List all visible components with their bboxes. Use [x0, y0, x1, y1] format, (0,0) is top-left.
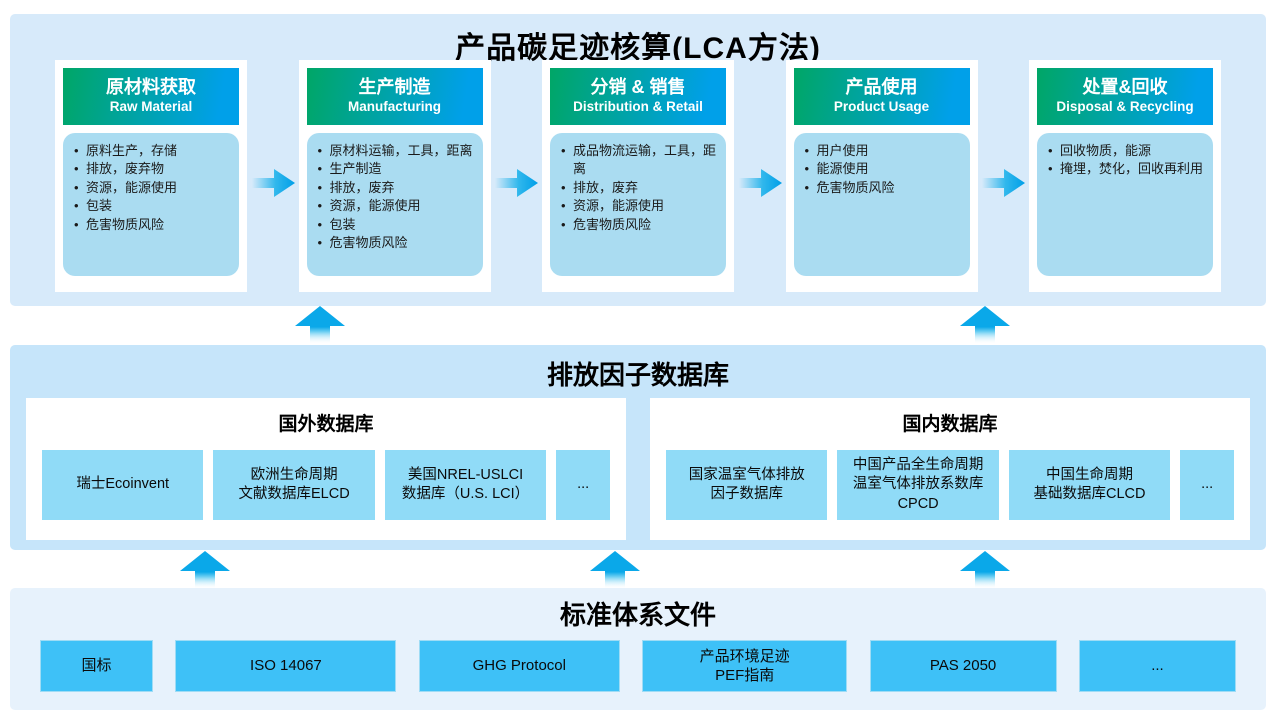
database-item-ellipsis: ...	[1180, 450, 1235, 520]
database-item-row: 瑞士Ecoinvent 欧洲生命周期 文献数据库ELCD 美国NREL-USLC…	[42, 450, 611, 520]
bullet-list: 用户使用 能源使用 危害物质风险	[804, 142, 964, 198]
database-item: 国家温室气体排放 因子数据库	[666, 450, 828, 520]
stage-row: 原材料获取 Raw Material 原料生产，存储 排放，废弃物 资源，能源使…	[10, 60, 1266, 292]
standard-item: GHG Protocol	[418, 640, 620, 692]
database-item-row: 国家温室气体排放 因子数据库 中国产品全生命周期 温室气体排放系数库 CPCD …	[666, 450, 1235, 520]
database-group-title: 国内数据库	[902, 414, 998, 435]
up-arrow-icon	[590, 551, 640, 589]
right-arrow-icon	[495, 169, 538, 197]
bullet-item: 包装	[73, 197, 233, 216]
bullet-list: 成品物流运输，工具，距离 排放，废弃 资源，能源使用 危害物质风险	[560, 142, 720, 235]
database-item: 美国NREL-USLCI 数据库（U.S. LCI）	[384, 450, 547, 520]
bullet-item: 原料生产，存储	[73, 142, 233, 161]
stage-bullet-box: 用户使用 能源使用 危害物质风险	[793, 133, 970, 276]
lca-section: 产品碳足迹核算(LCA方法) 原材料获取 Raw Material 原料生产，存…	[10, 14, 1266, 306]
stage-card-raw-material: 原材料获取 Raw Material 原料生产，存储 排放，废弃物 资源，能源使…	[55, 60, 247, 292]
bullet-item: 排放，废弃物	[73, 160, 233, 179]
database-group-title: 国外数据库	[278, 414, 374, 435]
stage-card-distribution: 分销 & 销售 Distribution & Retail 成品物流运输，工具，…	[542, 60, 734, 292]
right-arrow-icon	[252, 169, 295, 197]
up-arrow-icon	[960, 551, 1010, 589]
standard-item: 产品环境足迹 PEF指南	[642, 640, 848, 692]
stage-title-cn: 处置&回收	[1082, 77, 1168, 98]
bullet-item: 危害物质风险	[73, 216, 233, 235]
stage-bullet-box: 回收物质，能源 掩埋，焚化，回收再利用	[1037, 133, 1213, 276]
bullet-list: 原材料运输，工具，距离 生产制造 排放，废弃 资源，能源使用 包装 危害物质风险	[317, 142, 477, 253]
bullet-item: 掩埋，焚化，回收再利用	[1047, 160, 1207, 179]
right-arrow-icon	[739, 169, 782, 197]
stage-title-cn: 原材料获取	[106, 77, 196, 98]
bullet-item: 原材料运输，工具，距离	[317, 142, 477, 161]
database-item-ellipsis: ...	[556, 450, 611, 520]
stage-title-cn: 分销 & 销售	[590, 77, 686, 98]
bullet-item: 排放，废弃	[317, 179, 477, 198]
lca-section-title: 产品碳足迹核算(LCA方法)	[455, 32, 821, 65]
stage-card-manufacturing: 生产制造 Manufacturing 原材料运输，工具，距离 生产制造 排放，废…	[298, 60, 491, 292]
standard-item: ISO 14067	[175, 640, 397, 692]
right-arrow-icon	[982, 169, 1025, 197]
bullet-item: 危害物质风险	[804, 179, 964, 198]
database-groups: 国外数据库 瑞士Ecoinvent 欧洲生命周期 文献数据库ELCD 美国NRE…	[10, 398, 1266, 540]
bullet-item: 资源，能源使用	[73, 179, 233, 198]
up-arrow-icon	[960, 306, 1010, 344]
bullet-list: 原料生产，存储 排放，废弃物 资源，能源使用 包装 危害物质风险	[73, 142, 233, 235]
standards-item-row: 国标 ISO 14067 GHG Protocol 产品环境足迹 PEF指南 P…	[10, 640, 1266, 692]
bullet-item: 包装	[317, 216, 477, 235]
stage-title-en: Distribution & Retail	[573, 99, 703, 115]
stage-header: 生产制造 Manufacturing	[306, 68, 483, 125]
stage-title-cn: 产品使用	[845, 77, 918, 98]
bullet-item: 排放，废弃	[560, 179, 720, 198]
stage-header: 产品使用 Product Usage	[793, 68, 970, 125]
stage-header: 原材料获取 Raw Material	[63, 68, 239, 125]
bullet-item: 危害物质风险	[317, 234, 477, 253]
standard-item-ellipsis: ...	[1078, 640, 1236, 692]
foreign-database-group: 国外数据库 瑞士Ecoinvent 欧洲生命周期 文献数据库ELCD 美国NRE…	[26, 398, 626, 540]
standards-section-title: 标准体系文件	[559, 600, 716, 630]
standard-item: 国标	[40, 640, 153, 692]
bullet-item: 资源，能源使用	[317, 197, 477, 216]
bullet-list: 回收物质，能源 掩埋，焚化，回收再利用	[1047, 142, 1207, 179]
database-item: 中国产品全生命周期 温室气体排放系数库 CPCD	[837, 450, 999, 520]
standards-section: 标准体系文件 国标 ISO 14067 GHG Protocol 产品环境足迹 …	[10, 588, 1266, 710]
bullet-item: 危害物质风险	[560, 216, 720, 235]
bullet-item: 资源，能源使用	[560, 197, 720, 216]
database-section-title: 排放因子数据库	[546, 360, 729, 390]
database-item: 欧洲生命周期 文献数据库ELCD	[213, 450, 375, 520]
emission-factor-database-section: 排放因子数据库 国外数据库 瑞士Ecoinvent 欧洲生命周期 文献数据库EL…	[10, 345, 1266, 550]
up-arrow-icon	[295, 306, 345, 344]
bullet-item: 回收物质，能源	[1047, 142, 1207, 161]
stage-title-en: Raw Material	[109, 99, 193, 115]
domestic-database-group: 国内数据库 国家温室气体排放 因子数据库 中国产品全生命周期 温室气体排放系数库…	[650, 398, 1250, 540]
up-arrow-icon	[180, 551, 230, 589]
stage-bullet-box: 原料生产，存储 排放，废弃物 资源，能源使用 包装 危害物质风险	[63, 133, 239, 276]
stage-header: 分销 & 销售 Distribution & Retail	[550, 68, 726, 125]
stage-title-cn: 生产制造	[358, 77, 431, 98]
bullet-item: 用户使用	[804, 142, 964, 161]
bullet-item: 成品物流运输，工具，距离	[560, 142, 720, 179]
bullet-item: 生产制造	[317, 160, 477, 179]
stage-bullet-box: 原材料运输，工具，距离 生产制造 排放，废弃 资源，能源使用 包装 危害物质风险	[306, 133, 483, 276]
stage-card-disposal-recycling: 处置&回收 Disposal & Recycling 回收物质，能源 掩埋，焚化…	[1029, 60, 1221, 292]
bullet-item: 能源使用	[804, 160, 964, 179]
standard-item: PAS 2050	[869, 640, 1057, 692]
database-item: 中国生命周期 基础数据库CLCD	[1008, 450, 1171, 520]
database-item: 瑞士Ecoinvent	[42, 450, 204, 520]
stage-title-en: Manufacturing	[348, 99, 441, 115]
stage-bullet-box: 成品物流运输，工具，距离 排放，废弃 资源，能源使用 危害物质风险	[550, 133, 726, 276]
stage-header: 处置&回收 Disposal & Recycling	[1037, 68, 1213, 125]
stage-card-product-usage: 产品使用 Product Usage 用户使用 能源使用 危害物质风险	[785, 60, 978, 292]
stage-title-en: Disposal & Recycling	[1056, 99, 1194, 115]
stage-title-en: Product Usage	[833, 99, 930, 115]
